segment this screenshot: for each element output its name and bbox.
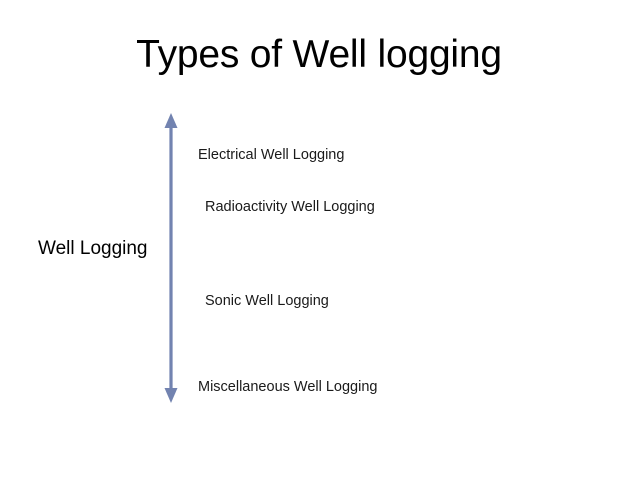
double-headed-vertical-arrow-icon	[164, 113, 178, 403]
page-title: Types of Well logging	[136, 33, 502, 76]
category-label-well-logging: Well Logging	[38, 238, 148, 259]
log-type-item: Radioactivity Well Logging	[205, 199, 375, 215]
log-type-item: Miscellaneous Well Logging	[198, 379, 378, 395]
log-type-item: Electrical Well Logging	[198, 147, 345, 163]
log-type-item: Sonic Well Logging	[205, 293, 329, 309]
